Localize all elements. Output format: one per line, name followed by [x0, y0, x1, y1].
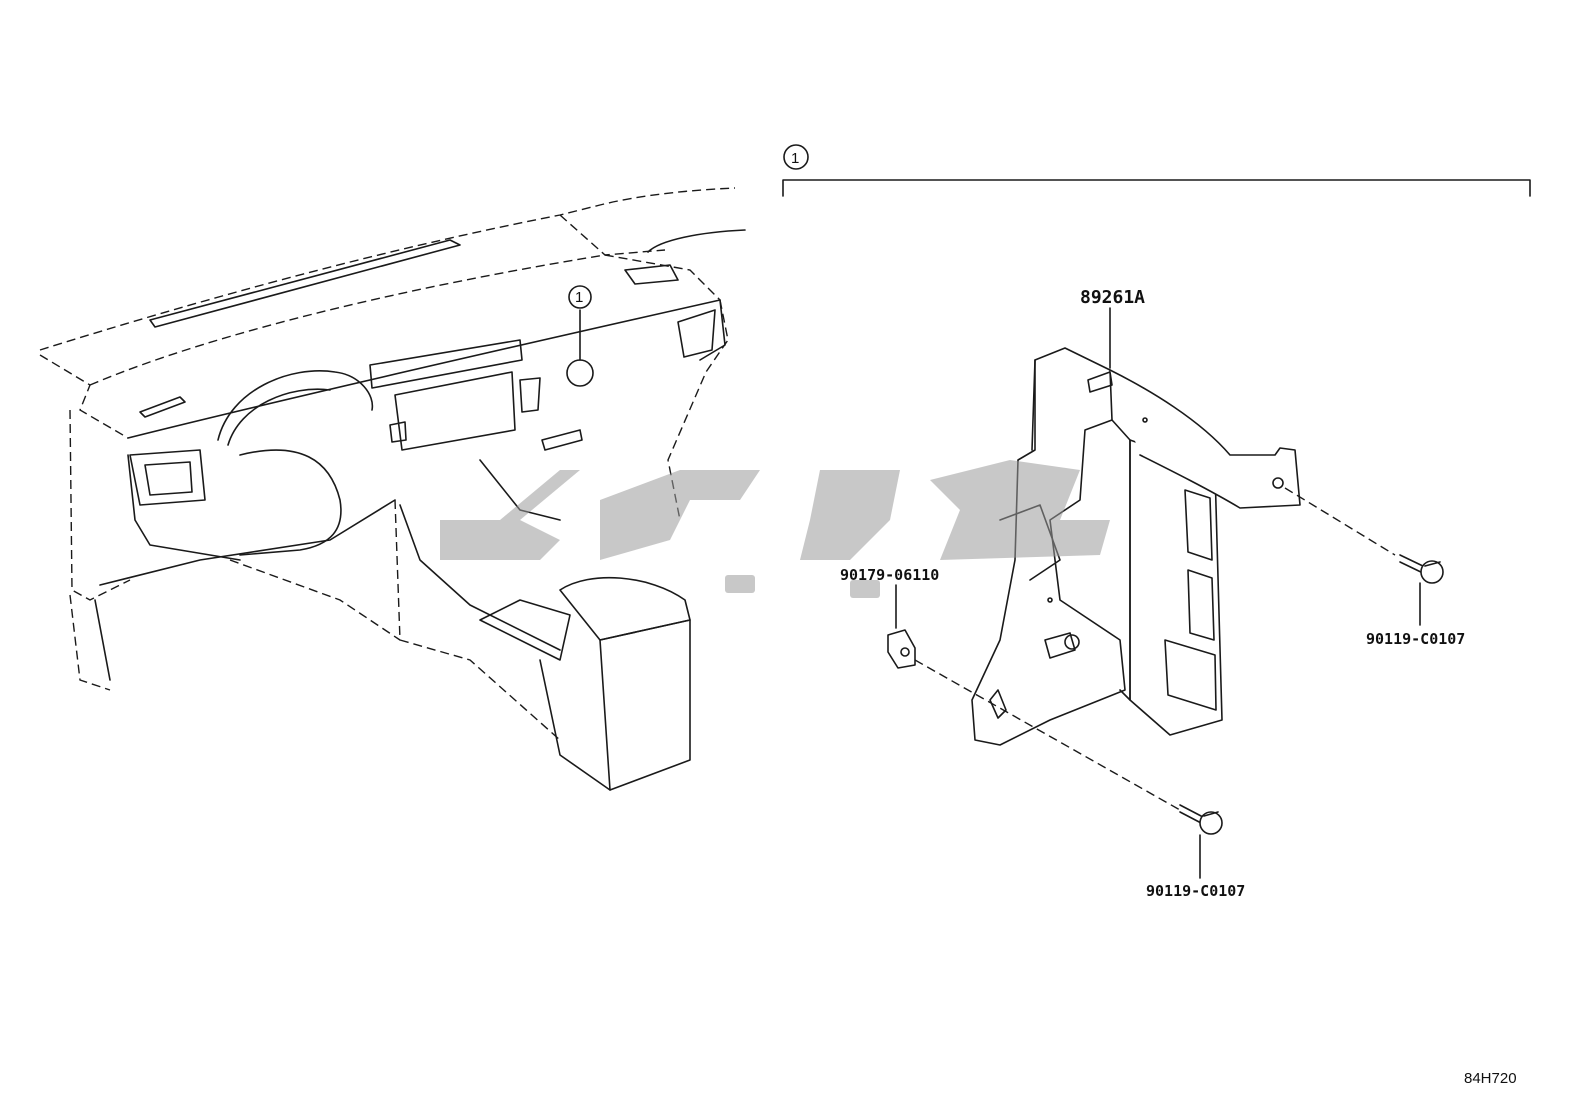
watermark-logo: [440, 460, 1110, 598]
part-label-nut: 90179-06110: [840, 566, 939, 584]
upper-bolt-leader-dashed: [1284, 487, 1396, 556]
bolt-lower: [1179, 804, 1223, 879]
callout-location-circle: [566, 359, 594, 387]
assembly-group-bracket: 1: [782, 144, 1531, 197]
nut-leader-dashed: [914, 659, 1181, 811]
part-label-bolt-lower: 90119-C0107: [1146, 882, 1245, 900]
group-callout-label: 1: [791, 150, 799, 167]
part-label-bolt-upper: 90119-C0107: [1366, 630, 1465, 648]
figure-code: 84H720: [1464, 1070, 1517, 1087]
dashboard-illustration: 1: [39, 187, 746, 791]
part-label-main-unit: 89261A: [1080, 287, 1145, 308]
nut-90179-06110: [887, 584, 916, 669]
bolt-upper: [1399, 554, 1444, 626]
dash-callout-label: 1: [575, 289, 583, 306]
